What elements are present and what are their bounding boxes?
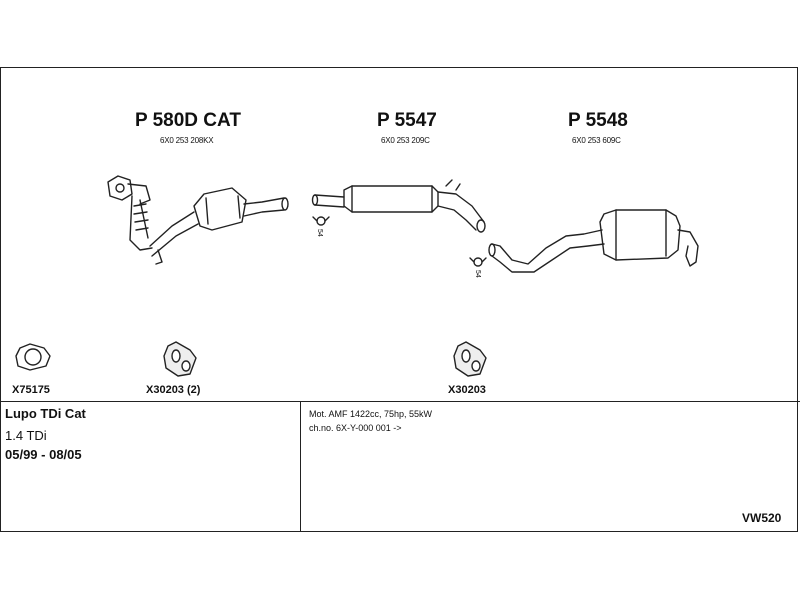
vehicle-name: Lupo TDi Cat xyxy=(5,406,86,421)
vehicle-engine: 1.4 TDi xyxy=(5,428,47,443)
middle-silencer-part-drawing xyxy=(311,179,486,233)
part-oem-rear-silencer: 6X0 253 609C xyxy=(572,136,621,145)
part-code-middle-silencer: P 5547 xyxy=(377,110,437,131)
info-column-divider xyxy=(300,401,301,532)
part-code-rear-silencer: P 5548 xyxy=(568,110,628,131)
rubber-hanger-icon xyxy=(453,341,487,377)
rubber-hanger-icon xyxy=(163,341,197,377)
accessory-code-hanger-left: X30203 (2) xyxy=(146,384,201,396)
engine-spec: Mot. AMF 1422cc, 75hp, 55kW xyxy=(309,409,433,419)
part-code-catalyst: P 580D CAT xyxy=(135,110,241,131)
gasket-icon xyxy=(15,343,51,371)
rear-silencer-part-drawing xyxy=(469,209,699,273)
diagram-frame xyxy=(0,67,798,532)
accessory-code-gasket: X75175 xyxy=(12,384,50,396)
part-oem-middle-silencer: 6X0 253 209C xyxy=(381,136,430,145)
vehicle-years: 05/99 - 08/05 xyxy=(5,447,82,462)
part-oem-catalyst: 6X0 253 208KX xyxy=(160,136,214,145)
clamp-label-right: 54 xyxy=(474,270,481,278)
info-divider xyxy=(0,401,800,402)
accessory-code-hanger-right: X30203 xyxy=(448,384,486,396)
clamp-label-left: 54 xyxy=(316,229,323,237)
catalyst-part-drawing xyxy=(107,175,289,265)
chassis-number: ch.no. 6X-Y-000 001 -> xyxy=(309,423,402,433)
diagram-code: VW520 xyxy=(742,511,782,525)
